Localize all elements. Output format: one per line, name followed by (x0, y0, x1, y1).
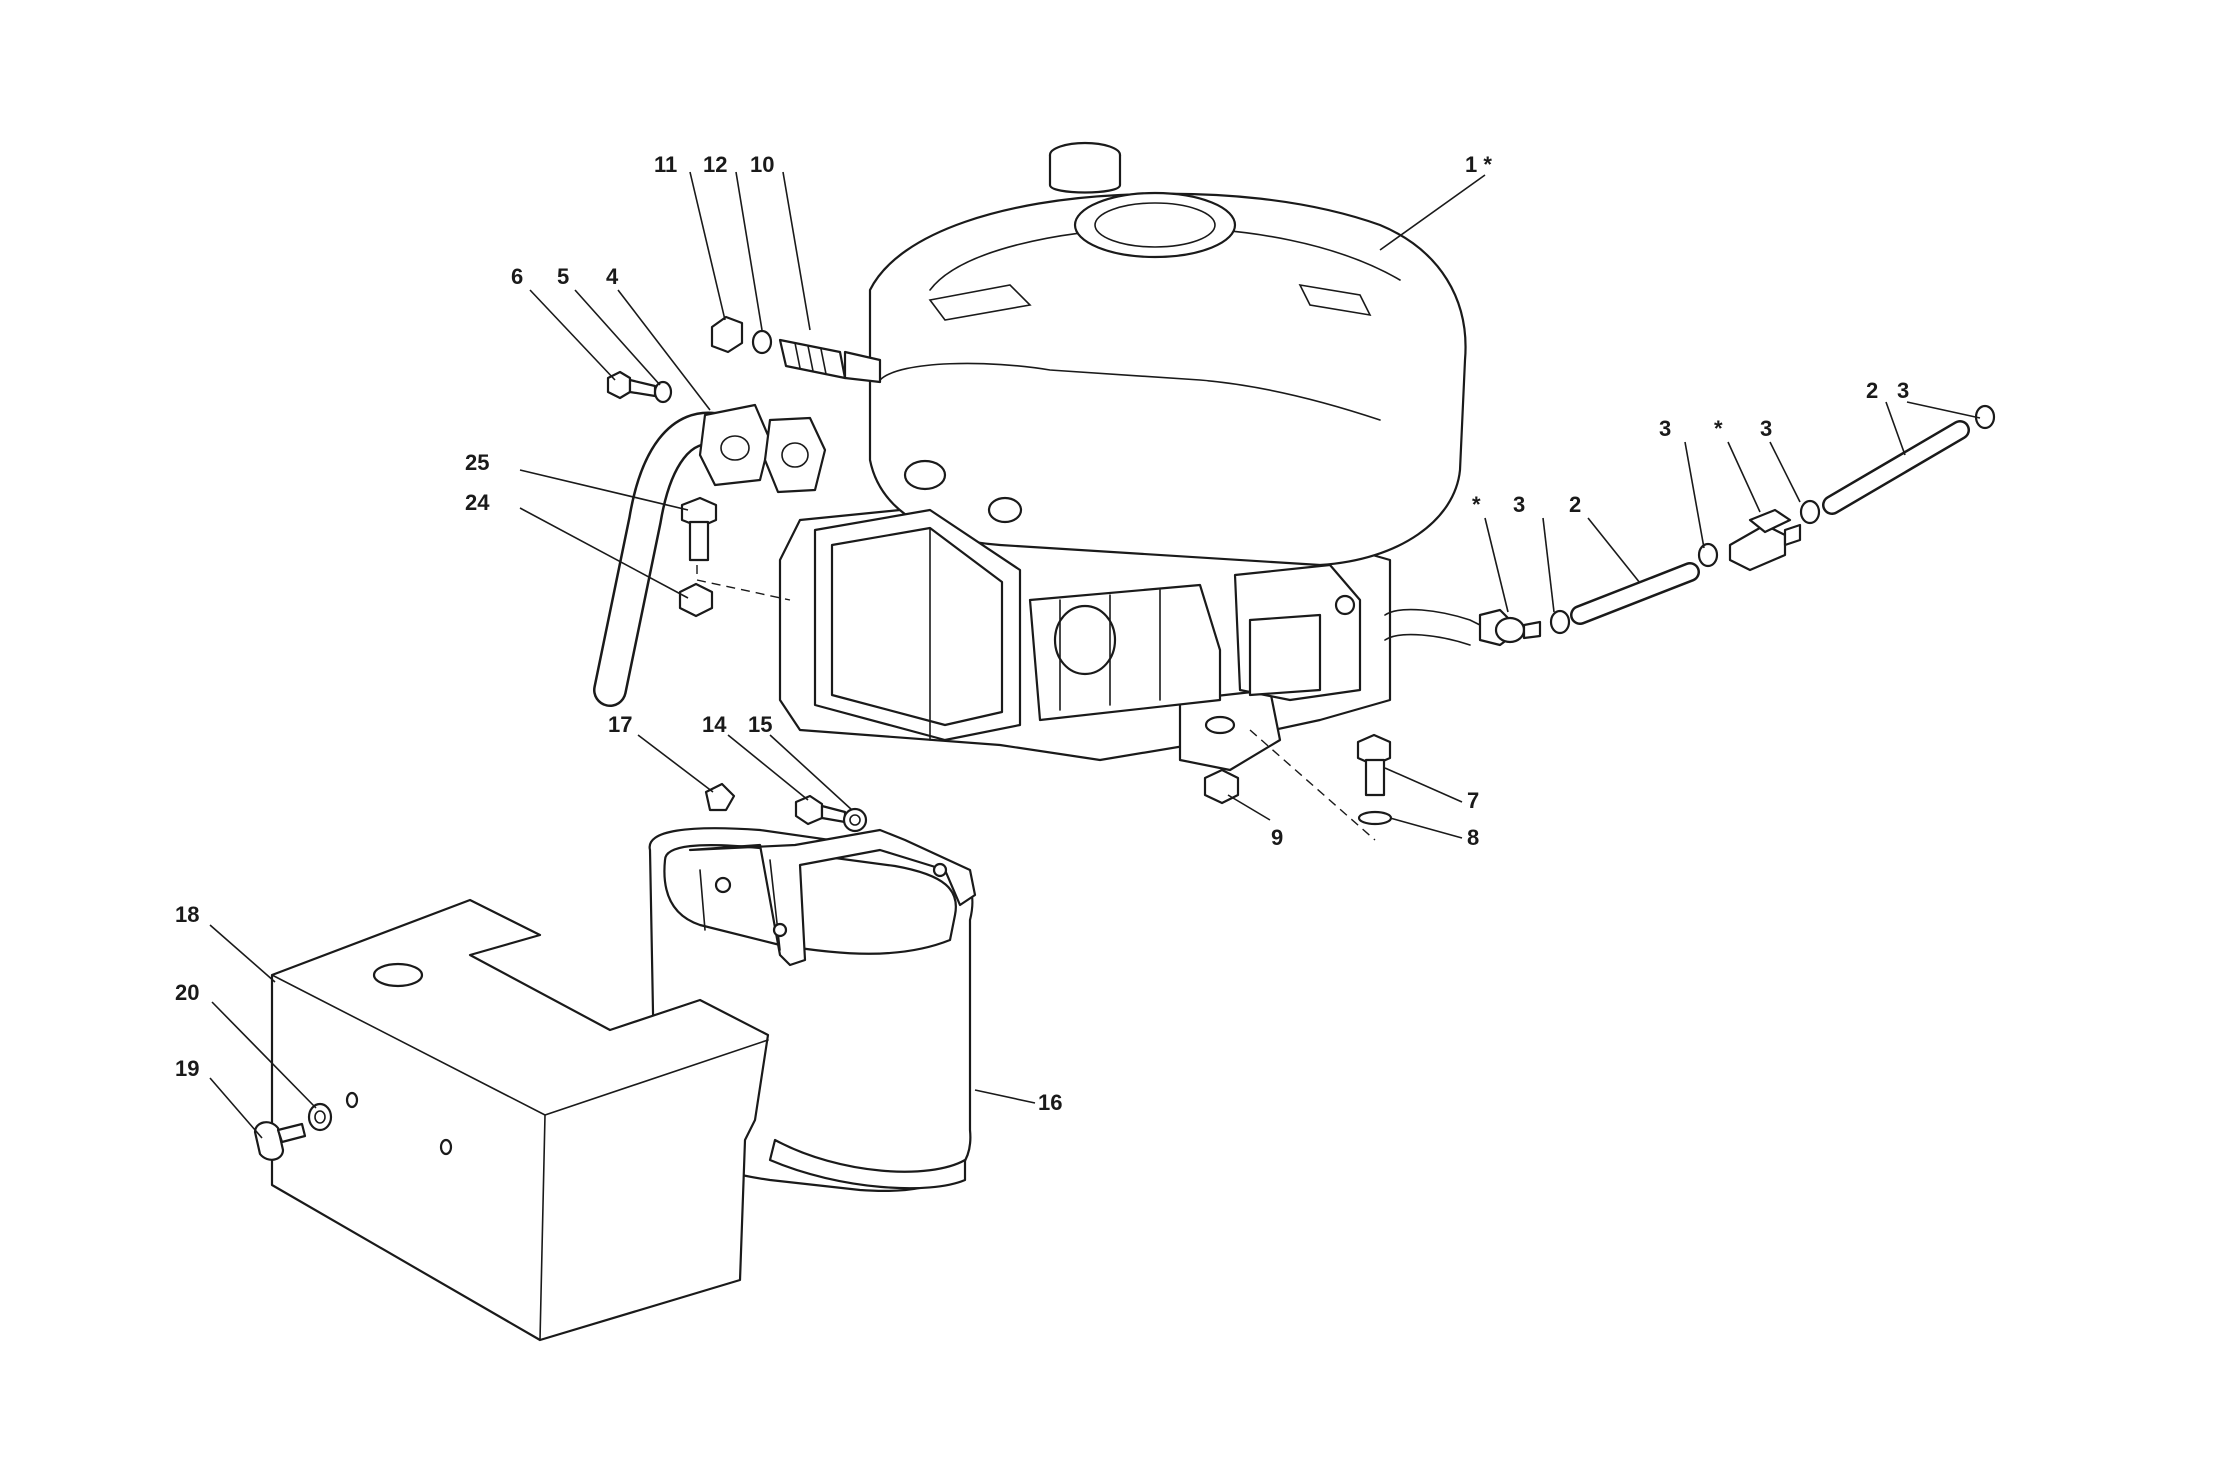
callout-7: 7 (1467, 788, 1479, 813)
callout-17: 17 (608, 712, 632, 737)
callout-3-mid-right: 3 (1760, 416, 1772, 441)
callout-3-mid-left: 3 (1659, 416, 1671, 441)
alignment-line-25 (696, 565, 791, 601)
callout-16: 16 (1038, 1090, 1062, 1115)
callout-10: 10 (750, 152, 774, 177)
clip-17 (704, 782, 736, 812)
callout-11: 11 (654, 152, 677, 177)
callout-5: 5 (557, 264, 569, 289)
callout-star-left: * (1472, 492, 1481, 517)
callout-12: 12 (703, 152, 727, 177)
flange-nut-9 (1203, 768, 1240, 805)
screw-19 (253, 1121, 307, 1161)
bolt-7 (1356, 733, 1392, 797)
hose-clamp-3-a (1549, 609, 1571, 635)
fuel-hose-2-b (1822, 420, 1970, 515)
screw-6 (606, 370, 657, 400)
callout-3-right: 3 (1897, 378, 1909, 403)
exhaust-pipe (593, 403, 772, 707)
washer-20 (307, 1102, 333, 1132)
serrated-washer-15 (842, 807, 868, 833)
hose-clamp-3-c (1799, 499, 1821, 525)
flange-nut-24 (678, 582, 714, 618)
alignment-line-7 (1249, 729, 1376, 841)
hex-nut-11 (710, 315, 744, 354)
exhaust-gasket (763, 416, 827, 494)
bolt-25 (680, 496, 718, 562)
hose-clamp-3-b (1697, 542, 1719, 568)
fuel-hose-2-a (1570, 562, 1700, 625)
callout-2-left: 2 (1569, 492, 1581, 517)
screw-14 (794, 794, 847, 826)
fuel-filter-left (1478, 608, 1542, 647)
callout-19: 19 (175, 1056, 199, 1081)
washer-8 (1357, 810, 1393, 826)
callout-15: 15 (748, 712, 772, 737)
engine-assembly (778, 141, 1481, 772)
leader-lines (209, 171, 1981, 1139)
washer-5 (653, 380, 673, 404)
callout-4: 4 (606, 264, 619, 289)
heat-shield-18 (270, 898, 770, 1342)
callout-9: 9 (1271, 825, 1283, 850)
callout-star-mid: * (1714, 416, 1723, 441)
callout-18: 18 (175, 902, 199, 927)
washer-12 (751, 329, 773, 355)
callout-6: 6 (511, 264, 523, 289)
callout-8: 8 (1467, 825, 1479, 850)
fuel-tap (1728, 508, 1802, 572)
callout-24: 24 (465, 490, 490, 515)
callout-2-right: 2 (1866, 378, 1878, 403)
callout-20: 20 (175, 980, 199, 1005)
callout-14: 14 (702, 712, 727, 737)
callout-labels: 1 * 2 2 3 3 3 3 4 5 6 7 8 9 10 11 12 14 … (175, 152, 1909, 1115)
callout-25: 25 (465, 450, 489, 475)
callout-1: 1 * (1465, 152, 1492, 177)
stud-10 (778, 338, 882, 384)
callout-3-left: 3 (1513, 492, 1525, 517)
